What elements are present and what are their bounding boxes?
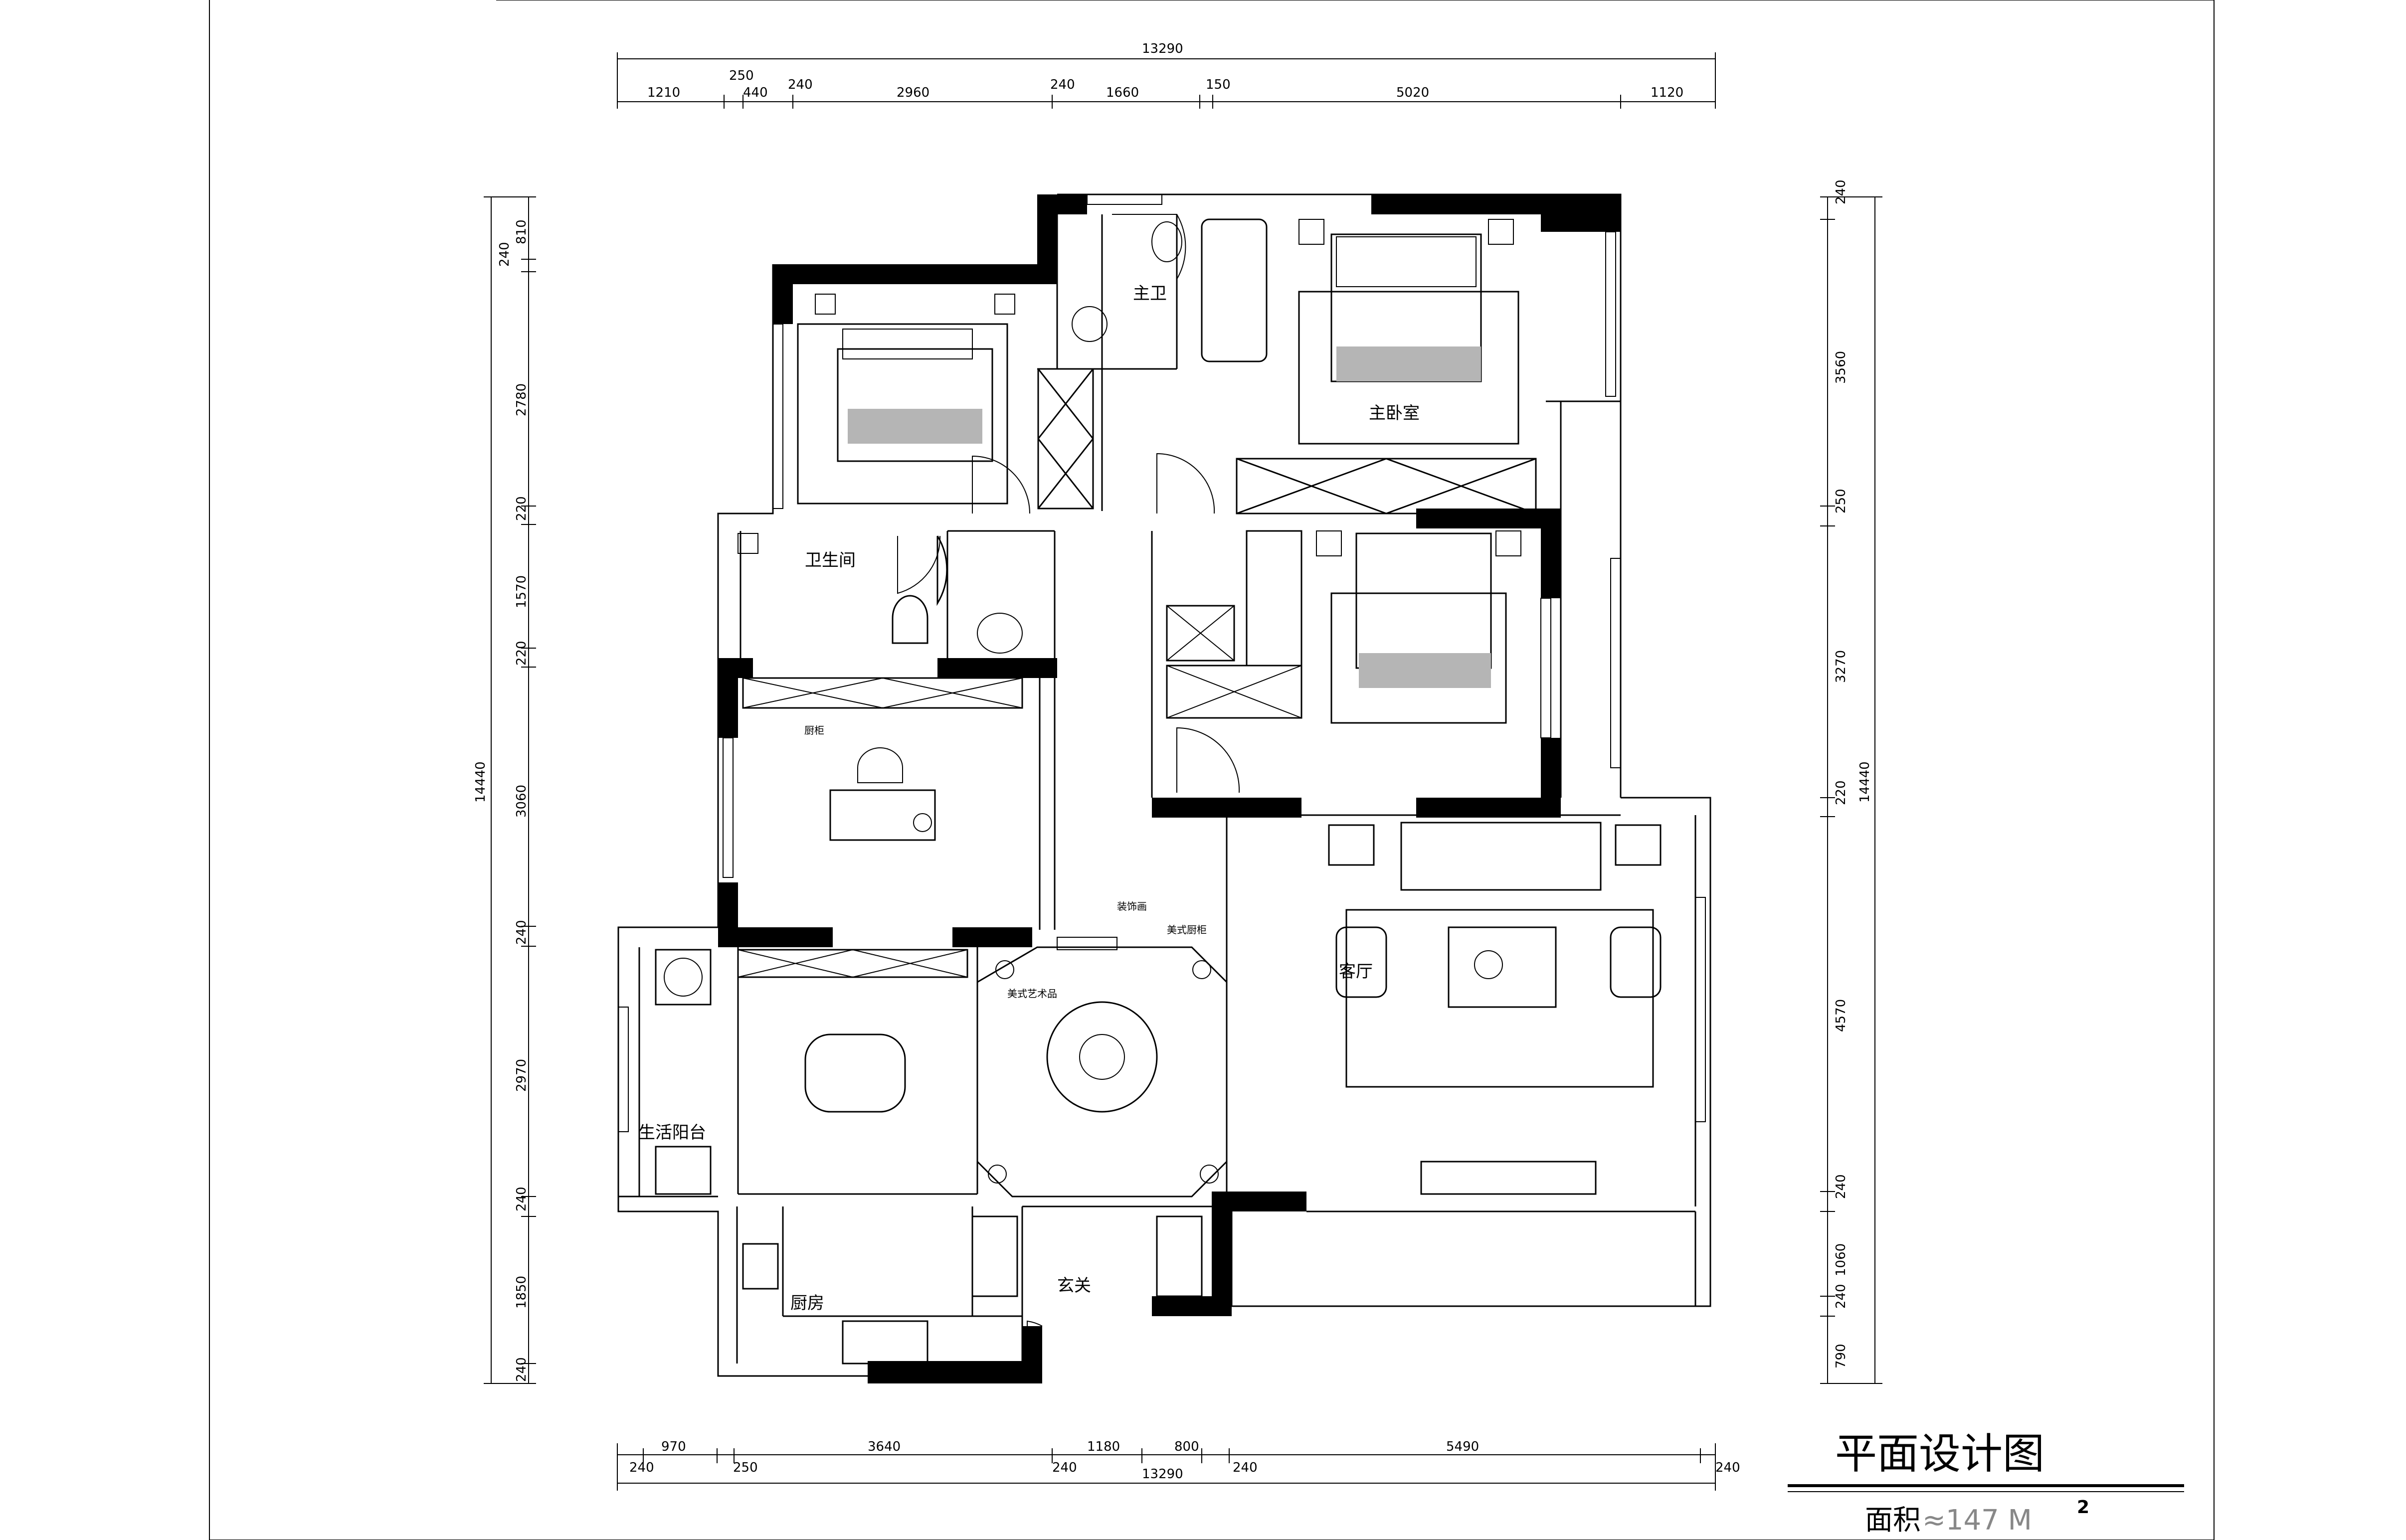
- top-dimensions: 13290 250 240 240 150 1210 440 2960 1660…: [617, 41, 1716, 109]
- dim-top-lower: 1210: [647, 85, 680, 100]
- label-master-bath: 主卫: [1133, 284, 1167, 304]
- dim-right-seg: 240: [1834, 179, 1849, 204]
- drawing-title: 平面设计图: [1835, 1429, 2044, 1478]
- note-american-art-lamp: 美式艺术品: [1007, 988, 1057, 1000]
- label-living-room: 客厅: [1339, 962, 1373, 982]
- dim-left-seg: 1850: [514, 1276, 529, 1309]
- dim-right-seg: 250: [1834, 489, 1849, 513]
- dim-left-seg: 240: [514, 920, 529, 945]
- dim-bottom-lower: 240: [1715, 1460, 1740, 1475]
- dim-right-seg: 1060: [1834, 1243, 1849, 1276]
- dining-furniture: [976, 937, 1228, 1198]
- label-bathroom: 卫生间: [805, 550, 856, 570]
- dim-left-total: 14440: [473, 761, 488, 803]
- dim-bottom-upper: 5490: [1446, 1439, 1479, 1454]
- dim-bottom-upper: 1180: [1087, 1439, 1120, 1454]
- area-value: ≈147 M: [1922, 1504, 2032, 1537]
- dim-bottom-lower: 240: [1233, 1460, 1258, 1475]
- note-decor-painting: 装饰画: [1117, 900, 1147, 912]
- dim-right-seg: 3560: [1834, 351, 1849, 384]
- area-label: 面积: [1865, 1504, 1921, 1537]
- dim-top-total: 13290: [1142, 41, 1183, 56]
- dim-left-seg: 3060: [514, 785, 529, 818]
- label-entrance: 玄关: [1057, 1276, 1091, 1296]
- dim-bottom-lower: 240: [629, 1460, 654, 1475]
- living-room-furniture: [1328, 822, 1662, 1195]
- bathroom-fixtures: [738, 533, 1023, 654]
- dim-top-lower: 440: [743, 85, 768, 100]
- dim-top-upper: 250: [729, 68, 754, 83]
- dim-bottom-total: 13290: [1142, 1467, 1183, 1482]
- doors: [897, 214, 1240, 1364]
- note-american-sideboard: 美式厨柜: [1167, 924, 1207, 936]
- dim-top-upper: 240: [1050, 77, 1075, 92]
- dim-bottom-upper: 800: [1174, 1439, 1199, 1454]
- study-furniture: [742, 677, 1023, 841]
- dim-left-seg: 2970: [514, 1059, 529, 1092]
- left-dimensions: 14440 240 810 2780 220 1570 220 3060 240…: [473, 196, 536, 1384]
- dim-top-lower: 2960: [897, 85, 929, 100]
- dim-left-seg: 1570: [514, 575, 529, 608]
- dim-right-seg: 3270: [1834, 650, 1849, 683]
- dim-left-seg: 240: [514, 1357, 529, 1382]
- dim-right-seg: 240: [1834, 1284, 1849, 1309]
- windows: [618, 194, 1706, 1132]
- dim-right-seg: 4570: [1834, 999, 1849, 1032]
- dim-left-seg: 2780: [514, 383, 529, 416]
- dim-left-seg: 240: [497, 242, 512, 267]
- dim-top-lower: 5020: [1396, 85, 1429, 100]
- dim-bottom-lower: 240: [1052, 1460, 1077, 1475]
- bedroom-left-furniture: [797, 294, 1015, 505]
- dim-top-lower: 1120: [1651, 85, 1683, 100]
- dim-top-upper: 240: [788, 77, 813, 92]
- area-unit-sup: 2: [2077, 1497, 2089, 1518]
- label-master-bedroom: 主卧室: [1369, 403, 1420, 423]
- note-cabinet: 厨柜: [804, 724, 824, 736]
- dim-bottom-lower: 250: [733, 1460, 758, 1475]
- dim-bottom-upper: 970: [661, 1439, 686, 1454]
- dim-right-seg: 790: [1834, 1344, 1849, 1369]
- dim-right-seg: 240: [1834, 1174, 1849, 1199]
- kitchen-fixtures: [655, 949, 1203, 1365]
- room-labels: 主卫 主卧室 卫生间 客厅 生活阳台 厨房 玄关 厨柜 装饰画 美式厨柜 美式艺…: [638, 284, 1420, 1313]
- bottom-dimensions: 970 3640 1180 800 5490 240 250 240 240 2…: [617, 1439, 1740, 1491]
- bedroom-middle-furniture: [1166, 530, 1521, 724]
- label-kitchen: 厨房: [790, 1293, 824, 1313]
- master-bedroom-furniture: [1072, 218, 1519, 445]
- dim-top-upper: 150: [1206, 77, 1231, 92]
- right-dimensions: 240 3560 250 3270 220 4570 240 1060 240 …: [1820, 179, 1882, 1384]
- dim-left-seg: 810: [514, 219, 529, 244]
- title-block: 平面设计图 面积 ≈147 M 2: [1788, 1429, 2184, 1537]
- dim-left-seg: 220: [514, 496, 529, 521]
- dim-top-lower: 1660: [1106, 85, 1139, 100]
- dim-right-total: 14440: [1857, 761, 1872, 803]
- label-balcony: 生活阳台: [638, 1123, 706, 1143]
- dim-left-seg: 240: [514, 1187, 529, 1211]
- dim-bottom-upper: 3640: [868, 1439, 901, 1454]
- solid-walls: [718, 194, 1621, 1383]
- dim-left-seg: 220: [514, 641, 529, 666]
- dim-right-seg: 220: [1834, 780, 1849, 805]
- sheet-border: [209, 0, 2215, 1540]
